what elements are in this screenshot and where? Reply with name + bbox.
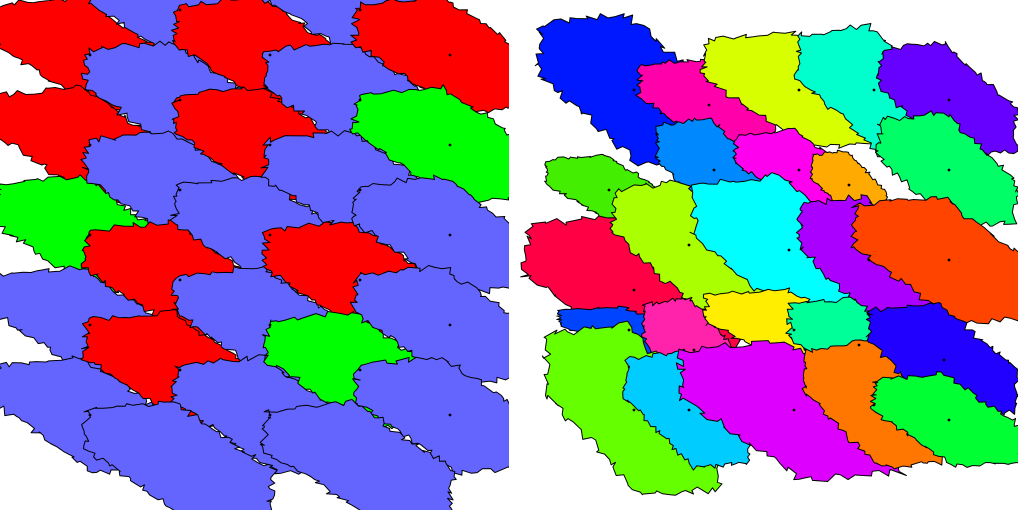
left-seed-dot	[179, 9, 182, 12]
left-seed-dot	[269, 234, 272, 237]
left-seed-dot	[269, 54, 272, 57]
right-seed-dot	[798, 89, 801, 92]
right-seed-dot	[948, 259, 951, 262]
right-seed-dot	[848, 184, 851, 187]
left-seed-dot	[89, 54, 92, 57]
right-seed-dot	[688, 244, 691, 247]
right-seed-dot	[633, 89, 636, 92]
right-seed-dot	[948, 169, 951, 172]
right-seed-dot	[868, 259, 871, 262]
left-seed-dot	[89, 414, 92, 417]
left-seed-dot	[359, 189, 362, 192]
right-seed-dot	[793, 329, 796, 332]
left-seed-dot	[179, 279, 182, 282]
left-seed-dot	[89, 144, 92, 147]
left-seed-dot	[359, 99, 362, 102]
right-seed-dot	[708, 104, 711, 107]
right-seed-dot	[608, 189, 611, 192]
right-seed-dot	[873, 404, 876, 407]
right-seed-dot	[948, 419, 951, 422]
left-seed-dot	[269, 324, 272, 327]
right-seed-dot	[948, 99, 951, 102]
right-seed-dot	[693, 349, 696, 352]
right-seed-dot	[798, 169, 801, 172]
left-seed-dot	[179, 99, 182, 102]
left-seed-dot	[449, 324, 452, 327]
right-seed-dot	[628, 329, 631, 332]
left-seed-dot	[359, 369, 362, 372]
left-seed-dot	[269, 414, 272, 417]
left-seed-dot	[449, 414, 452, 417]
left-seed-dot	[89, 324, 92, 327]
left-seed-dot	[359, 279, 362, 282]
right-seed-dot	[633, 289, 636, 292]
left-seed-dot	[179, 189, 182, 192]
right-seed-dot	[943, 359, 946, 362]
left-seed-dot	[359, 9, 362, 12]
left-seed-dot	[269, 144, 272, 147]
left-seed-dot	[179, 369, 182, 372]
right-seed-dot	[633, 409, 636, 412]
right-seed-dot	[688, 409, 691, 412]
right-seed-dot	[858, 344, 861, 347]
right-seed-dot	[788, 249, 791, 252]
left-seed-dot	[449, 54, 452, 57]
right-tiling-panel	[509, 0, 1018, 510]
right-seed-dot	[793, 409, 796, 412]
left-tiling-panel	[0, 0, 509, 510]
left-seed-dot	[449, 234, 452, 237]
right-seed-dot	[713, 169, 716, 172]
right-seed-dot	[873, 89, 876, 92]
left-seed-dot	[89, 234, 92, 237]
left-seed-dot	[449, 144, 452, 147]
